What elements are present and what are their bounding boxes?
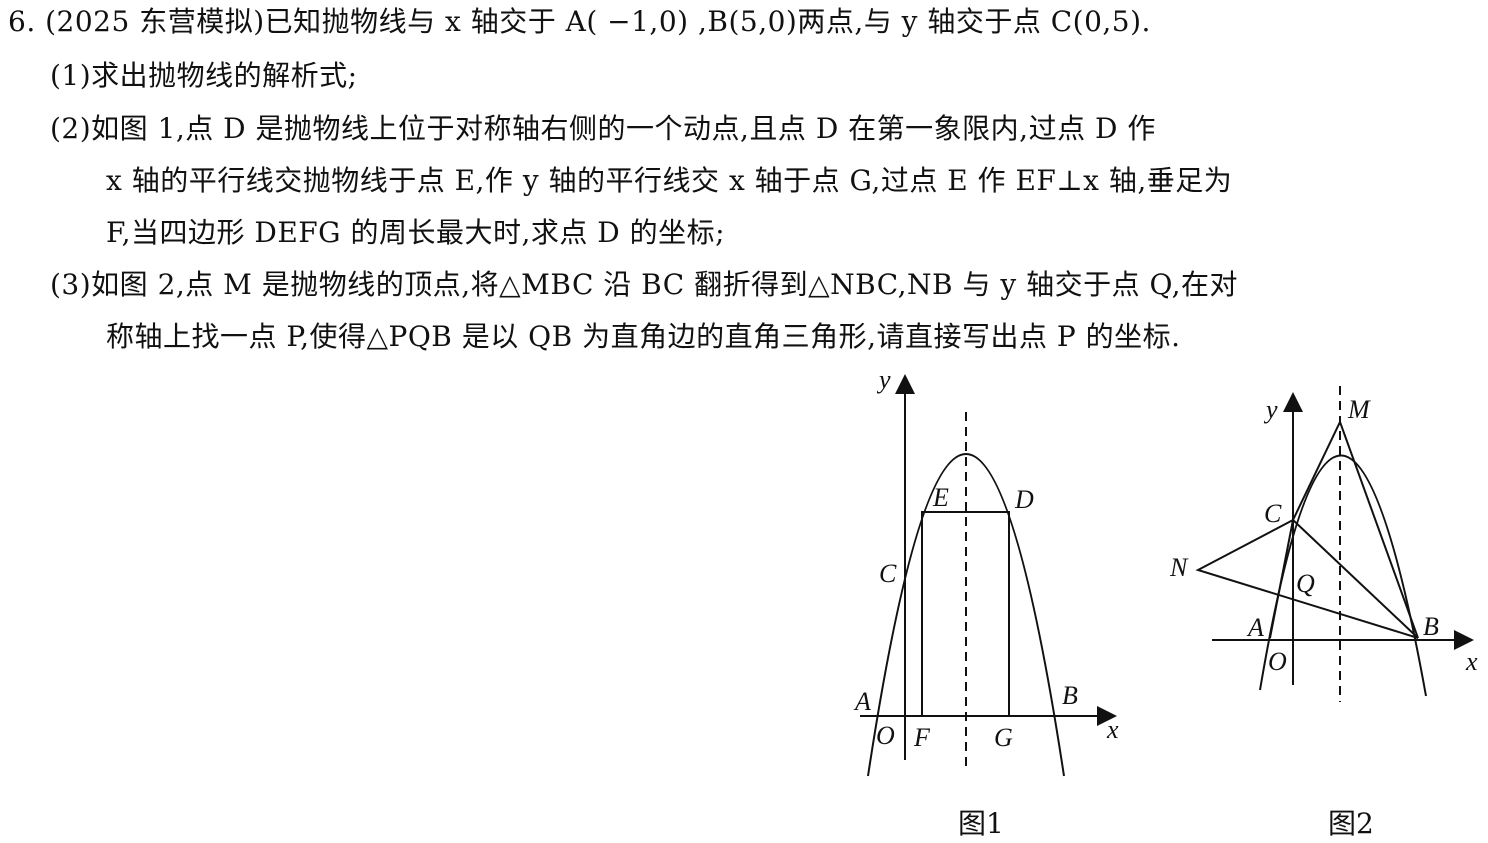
label-x: x	[1106, 715, 1119, 744]
parabola	[867, 453, 1065, 777]
triangle-mbc	[1292, 419, 1419, 639]
segment-ca	[1269, 519, 1294, 639]
label-n: N	[1169, 553, 1189, 582]
label-a: A	[1246, 613, 1264, 642]
label-c: C	[1264, 499, 1282, 528]
label-a: A	[853, 687, 871, 716]
problem-statement-line: 6. (2025 东营模拟)已知抛物线与 x 轴交于 A( −1,0) ,B(5…	[8, 5, 1151, 38]
label-e: E	[932, 483, 949, 512]
label-c: C	[879, 559, 897, 588]
figure-2-diagram: y M C N Q A O B x	[1169, 386, 1478, 702]
label-o: O	[876, 721, 895, 750]
label-b: B	[1062, 681, 1078, 710]
label-q: Q	[1296, 569, 1315, 598]
label-b: B	[1423, 612, 1439, 641]
label-y: y	[1263, 395, 1278, 424]
question-part-2-line-1: (2)如图 1,点 D 是抛物线上位于对称轴右侧的一个动点,且点 D 在第一象限…	[50, 112, 1156, 145]
label-g: G	[994, 723, 1013, 752]
label-y: y	[876, 365, 891, 394]
figure-1-caption: 图1	[958, 807, 1004, 840]
question-part-3-line-2: 称轴上找一点 P,使得△PQB 是以 QB 为直角边的直角三角形,请直接写出点 …	[106, 320, 1181, 353]
label-f: F	[913, 723, 931, 752]
triangle-nbc	[1195, 519, 1419, 639]
figure-1-diagram: y x E D C A O F G B	[853, 365, 1119, 777]
question-part-2-line-2: x 轴的平行线交抛物线于点 E,作 y 轴的平行线交 x 轴于点 G,过点 E …	[106, 164, 1233, 197]
label-x: x	[1465, 647, 1478, 676]
label-m: M	[1347, 395, 1371, 424]
rectangle-defg	[921, 511, 1010, 717]
question-part-3-line-1: (3)如图 2,点 M 是抛物线的顶点,将△MBC 沿 BC 翻折得到△NBC,…	[50, 268, 1239, 301]
label-d: D	[1014, 485, 1034, 514]
question-part-2-line-3: F,当四边形 DEFG 的周长最大时,求点 D 的坐标;	[106, 216, 726, 249]
question-part-1: (1)求出抛物线的解析式;	[50, 59, 358, 92]
figure-2-caption: 图2	[1328, 807, 1374, 840]
label-o: O	[1268, 647, 1287, 676]
